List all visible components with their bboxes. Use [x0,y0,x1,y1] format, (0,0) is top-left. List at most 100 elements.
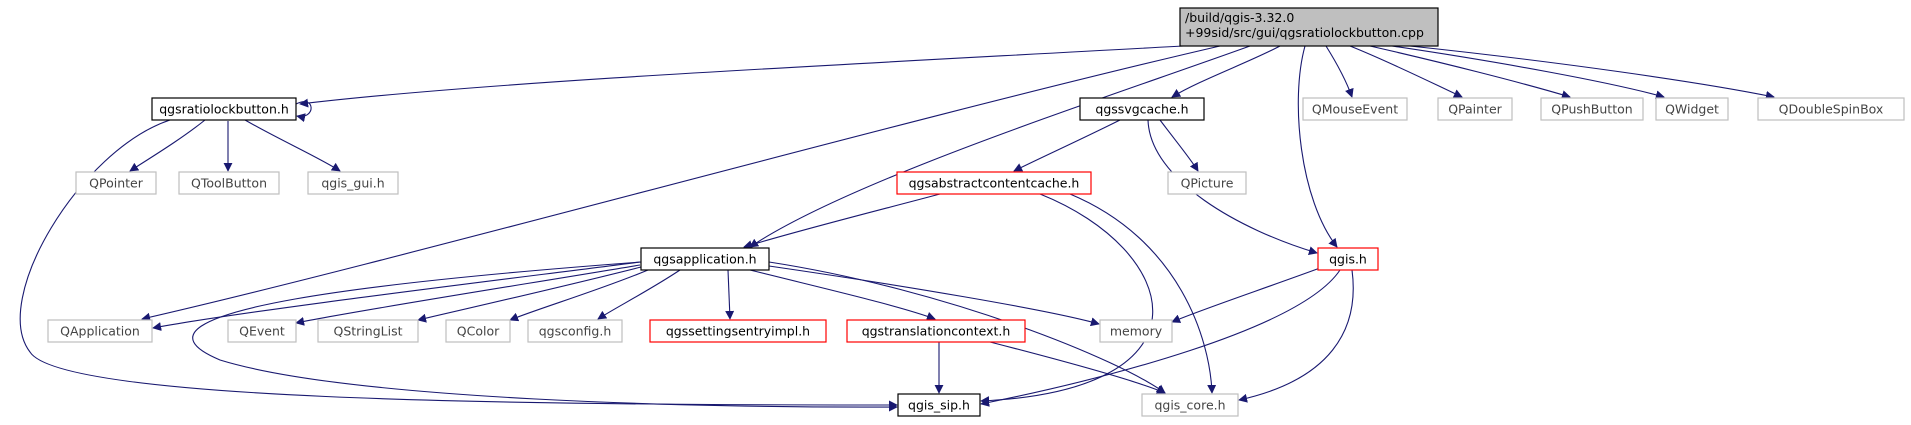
node-box [445,319,511,343]
edge-abscache-application [743,193,941,249]
node-qgis-core-h[interactable]: qgis_core.h [1141,393,1239,417]
node-label: QMouseEvent [1312,102,1398,117]
edge-app-qevent [295,264,641,326]
node-box [1141,393,1239,417]
node-qmouseevent[interactable]: QMouseEvent [1302,97,1408,121]
edge-src-application [749,45,1251,248]
node-qwidget[interactable]: QWidget [1655,97,1729,121]
node-box [1437,97,1513,121]
node-qpainter[interactable]: QPainter [1437,97,1513,121]
node-box [1302,97,1408,121]
edge-svgcache-abscache [1013,119,1121,172]
node-label: qgsconfig.h [539,324,612,339]
node-application-h[interactable]: qgsapplication.h [640,247,770,271]
node-qapplication[interactable]: QApplication [47,319,153,343]
edge-src-ratiolock [299,44,1201,108]
edge-app-translation [749,269,936,321]
edge-src-qapplication [141,45,1221,322]
nodes-layer: /build/qgis-3.32.0+99sid/src/gui/qgsrati… [47,7,1905,417]
node-label: QWidget [1665,102,1719,117]
node-translation-h[interactable]: qgstranslationcontext.h [846,319,1026,343]
node-label: qgis.h [1329,252,1367,267]
edge-abscache-qgis_sip [980,193,1154,406]
edge-app-qstringlist [417,266,642,323]
edge-translation-qgis_core [989,341,1166,394]
node-label: memory [1110,324,1163,339]
node-label: QColor [457,324,500,339]
edge-app-qcolor [509,269,649,322]
node-abscache-h[interactable]: qgsabstractcontentcache.h [896,171,1092,195]
node-box [1179,7,1439,47]
edge-src-qmouseevent [1325,45,1354,98]
edge-qgis-memory [1171,267,1321,323]
node-box [1099,319,1173,343]
node-memory[interactable]: memory [1099,319,1173,343]
edge-svgcache-qpicture [1159,119,1199,172]
node-box [1757,97,1905,121]
node-settingsentry-h[interactable]: qgssettingsentryimpl.h [649,319,827,343]
node-qcolor[interactable]: QColor [445,319,511,343]
node-box [1167,171,1247,195]
node-qpicture[interactable]: QPicture [1167,171,1247,195]
node-label: QStringList [334,324,403,339]
node-qgis-sip-h[interactable]: qgis_sip.h [897,393,981,417]
node-box [151,97,297,121]
node-box [1540,97,1644,121]
node-qtoolbutton[interactable]: QToolButton [178,171,280,195]
node-box [178,171,280,195]
node-label: QPainter [1448,102,1502,117]
node-label: QPushButton [1551,102,1632,117]
node-box [640,247,770,271]
edge-src-qdoublespin [1409,45,1775,100]
node-box [896,171,1092,195]
edge-app-settings [725,269,735,320]
node-box [317,319,419,343]
edge-src-qpushbutton [1369,45,1571,99]
node-label: /build/qgis-3.32.0 [1185,10,1294,25]
node-label: qgstranslationcontext.h [862,324,1011,339]
edge-ratiolock-self [295,101,312,123]
edge-ratiolock-qpointer [129,119,206,172]
node-qgis-gui-h[interactable]: qgis_gui.h [307,171,399,195]
edge-ratiolock-qgis_sip [19,119,898,410]
node-qdoublespinbox[interactable]: QDoubleSpinBox [1757,97,1905,121]
edge-app-qapplication [152,261,641,331]
node-label: QDoubleSpinBox [1779,102,1884,117]
node-box [846,319,1026,343]
edge-src-qpainter [1349,45,1463,98]
node-box [47,319,153,343]
node-src[interactable]: /build/qgis-3.32.0+99sid/src/gui/qgsrati… [1179,7,1439,47]
edge-app-qgis_sip [192,261,898,412]
node-label: qgsabstractcontentcache.h [909,176,1080,191]
node-label: qgsapplication.h [653,252,756,267]
node-box [307,171,399,195]
node-qgis-h[interactable]: qgis.h [1317,247,1379,271]
node-box [1655,97,1729,121]
node-ratiolock-h[interactable]: qgsratiolockbutton.h [151,97,297,121]
node-box [75,171,157,195]
edge-qgis-qgis_core [1238,269,1354,403]
node-qgsconfig-h[interactable]: qgsconfig.h [527,319,623,343]
node-box [649,319,827,343]
node-qpointer[interactable]: QPointer [75,171,157,195]
node-label: QToolButton [191,176,267,191]
edge-svgcache-qgis [1147,119,1318,255]
node-label: qgis_core.h [1154,398,1225,413]
node-qevent[interactable]: QEvent [227,319,297,343]
edge-app-memory [768,265,1100,327]
node-qpushbutton[interactable]: QPushButton [1540,97,1644,121]
edge-abscache-qgis_core [1069,193,1217,394]
edge-qgis-qgis_sip [980,269,1341,407]
edge-app-qgsconfig [597,269,681,320]
node-box [897,393,981,417]
node-label: +99sid/src/gui/qgsratiolockbutton.cpp [1185,25,1424,40]
node-svgcache-h[interactable]: qgssvgcache.h [1079,97,1205,121]
edge-src-qwidget [1391,45,1665,100]
edge-ratiolock-qgis_gui [244,119,341,172]
node-box [527,319,623,343]
node-label: qgssvgcache.h [1095,102,1188,117]
node-qstringlist[interactable]: QStringList [317,319,419,343]
node-label: qgsratiolockbutton.h [159,102,289,117]
node-box [227,319,297,343]
